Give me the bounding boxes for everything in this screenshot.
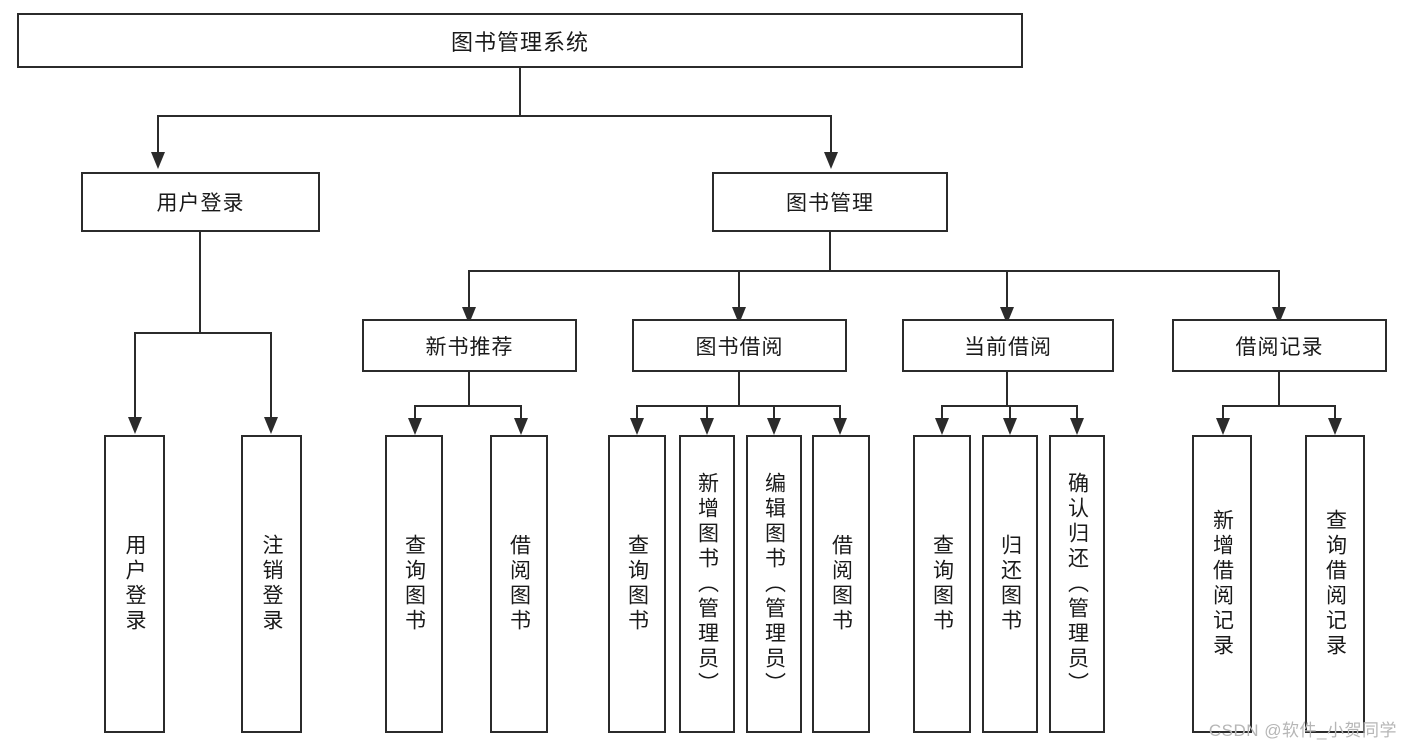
leaf-logout[interactable]: 注销登录 [241, 435, 302, 733]
arrowhead-cb-leaf2 [1003, 418, 1017, 435]
connector-cb-leaf3 [1076, 405, 1078, 421]
node-book-management[interactable]: 图书管理 [712, 172, 948, 232]
node-label: 用户登录 [156, 192, 245, 215]
connector-nbr-stem [468, 372, 470, 407]
connector-bb-stem [738, 372, 740, 407]
leaf-cb-query-book[interactable]: 查询图书 [913, 435, 971, 733]
connector-level3-bus [468, 270, 1280, 272]
connector-bb-leaf2 [706, 405, 708, 421]
leaf-label: 查询图书 [930, 534, 954, 634]
leaf-bb-add-book-admin[interactable]: 新增图书（管理员） [679, 435, 735, 733]
arrowhead-book-management [824, 152, 838, 169]
arrowhead-user-login [151, 152, 165, 169]
leaf-label: 注销登录 [260, 534, 283, 634]
connector-user-login-stem [199, 232, 201, 333]
connector-bb-leaf1 [636, 405, 638, 421]
leaf-label: 编辑图书（管理员） [762, 471, 786, 697]
arrowhead-bb-leaf3 [767, 418, 781, 435]
leaf-label: 借阅图书 [507, 534, 531, 634]
connector-root-stem [519, 68, 521, 116]
connector-user-login-leaf1 [134, 332, 136, 420]
leaf-nbr-query-book[interactable]: 查询图书 [385, 435, 443, 733]
connector-cb-stem [1006, 372, 1008, 407]
arrowhead-user-login-leaf1 [128, 417, 142, 434]
leaf-cb-return-book[interactable]: 归还图书 [982, 435, 1038, 733]
connector-nbr-bus [414, 405, 522, 407]
connector-cb-leaf2 [1009, 405, 1011, 421]
connector-br-leaf2 [1334, 405, 1336, 421]
arrowhead-br-leaf1 [1216, 418, 1230, 435]
node-label: 当前借阅 [964, 335, 1052, 359]
leaf-label: 查询图书 [402, 534, 426, 634]
node-current-borrow[interactable]: 当前借阅 [902, 319, 1114, 372]
leaf-label: 借阅图书 [829, 534, 853, 634]
arrowhead-cb-leaf3 [1070, 418, 1084, 435]
connector-br-stem [1278, 372, 1280, 407]
connector-to-new-book-recommend [468, 270, 470, 310]
arrowhead-cb-leaf1 [935, 418, 949, 435]
node-borrow-record[interactable]: 借阅记录 [1172, 319, 1387, 372]
leaf-br-query-record[interactable]: 查询借阅记录 [1305, 435, 1365, 733]
leaf-cb-confirm-return-admin[interactable]: 确认归还（管理员） [1049, 435, 1105, 733]
leaf-bb-edit-book-admin[interactable]: 编辑图书（管理员） [746, 435, 802, 733]
leaf-bb-borrow-book[interactable]: 借阅图书 [812, 435, 870, 733]
connector-nbr-leaf2 [520, 405, 522, 421]
arrowhead-user-login-leaf2 [264, 417, 278, 434]
connector-to-current-borrow [1006, 270, 1008, 310]
arrowhead-nbr-leaf1 [408, 418, 422, 435]
node-book-borrow[interactable]: 图书借阅 [632, 319, 847, 372]
node-new-book-recommend[interactable]: 新书推荐 [362, 319, 577, 372]
leaf-label: 查询借阅记录 [1323, 509, 1347, 659]
connector-br-bus [1222, 405, 1336, 407]
node-label: 图书管理 [786, 192, 874, 215]
connector-to-borrow-record [1278, 270, 1280, 310]
connector-bb-leaf3 [773, 405, 775, 421]
leaf-label: 用户登录 [123, 534, 146, 634]
connector-br-leaf1 [1222, 405, 1224, 421]
arrowhead-bb-leaf2 [700, 418, 714, 435]
connector-cb-leaf1 [941, 405, 943, 421]
node-label: 新书推荐 [425, 335, 514, 359]
leaf-label: 新增图书（管理员） [695, 471, 719, 697]
node-label: 图书管理系统 [450, 29, 589, 55]
node-label: 图书借阅 [695, 335, 784, 359]
connector-nbr-leaf1 [414, 405, 416, 421]
node-root-book-management-system[interactable]: 图书管理系统 [17, 13, 1023, 68]
connector-to-book-management [830, 115, 832, 155]
connector-user-login-bus [134, 332, 272, 334]
arrowhead-bb-leaf4 [833, 418, 847, 435]
leaf-label: 确认归还（管理员） [1065, 471, 1089, 697]
watermark: CSDN @软件_小贺同学 [1208, 721, 1397, 740]
leaf-user-login[interactable]: 用户登录 [104, 435, 165, 733]
arrowhead-bb-leaf1 [630, 418, 644, 435]
node-label: 借阅记录 [1235, 335, 1324, 359]
leaf-br-add-record[interactable]: 新增借阅记录 [1192, 435, 1252, 733]
leaf-label: 归还图书 [998, 534, 1022, 634]
connector-to-book-borrow [738, 270, 740, 310]
connector-book-management-stem [829, 232, 831, 272]
connector-bb-bus [636, 405, 841, 407]
arrowhead-nbr-leaf2 [514, 418, 528, 435]
connector-bb-leaf4 [839, 405, 841, 421]
leaf-label: 新增借阅记录 [1210, 509, 1234, 659]
leaf-label: 查询图书 [625, 534, 649, 634]
leaf-bb-query-book[interactable]: 查询图书 [608, 435, 666, 733]
connector-to-user-login [157, 115, 159, 155]
node-user-login[interactable]: 用户登录 [81, 172, 320, 232]
connector-level2-bus [157, 115, 832, 117]
arrowhead-br-leaf2 [1328, 418, 1342, 435]
connector-user-login-leaf2 [270, 332, 272, 420]
leaf-nbr-borrow-book[interactable]: 借阅图书 [490, 435, 548, 733]
